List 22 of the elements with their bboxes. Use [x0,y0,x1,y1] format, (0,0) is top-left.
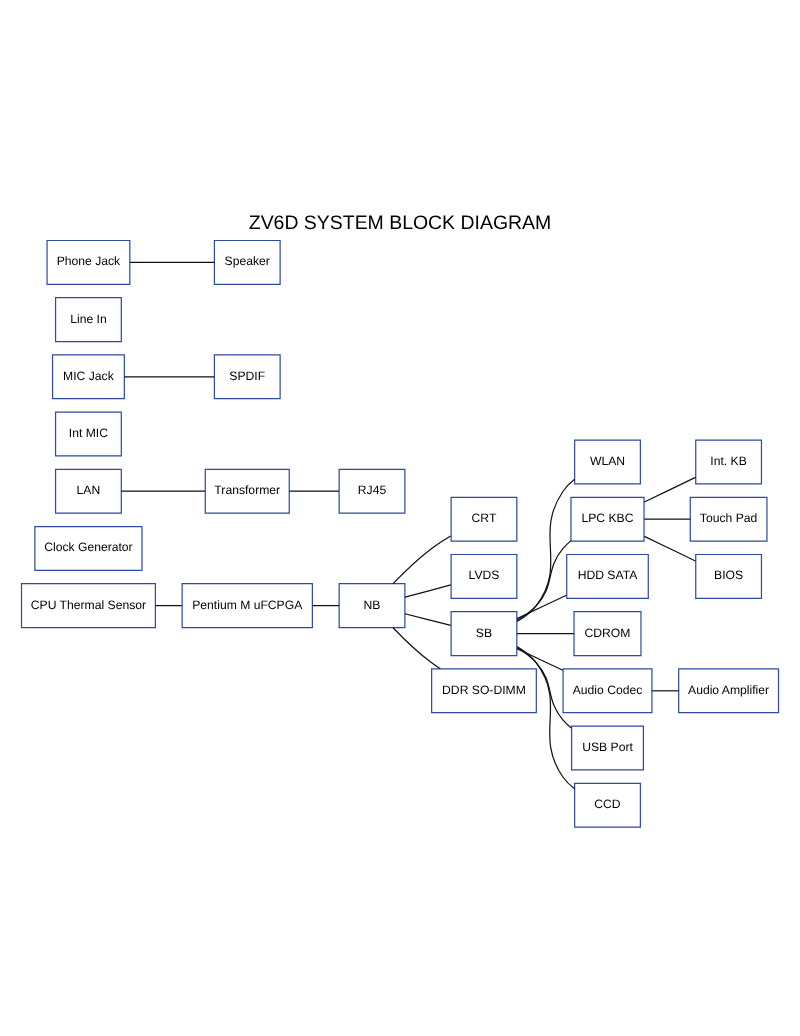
connector [404,584,452,598]
connector [643,476,697,503]
connector [392,627,441,670]
connector [516,594,568,620]
connector [311,605,340,607]
connector [516,540,572,621]
connector [643,518,691,520]
connector [392,535,452,585]
connector [643,535,697,562]
connector [123,376,215,378]
diagram-title: ZV6D SYSTEM BLOCK DIAGRAM [248,213,552,236]
connector [516,648,564,671]
connector [651,690,680,692]
connector [516,645,576,790]
connector [516,647,572,729]
connector [404,613,452,627]
connector [288,490,340,492]
connector [129,261,215,264]
connector [120,490,206,492]
connector [154,605,183,607]
connector [516,633,575,635]
connector [516,478,576,623]
